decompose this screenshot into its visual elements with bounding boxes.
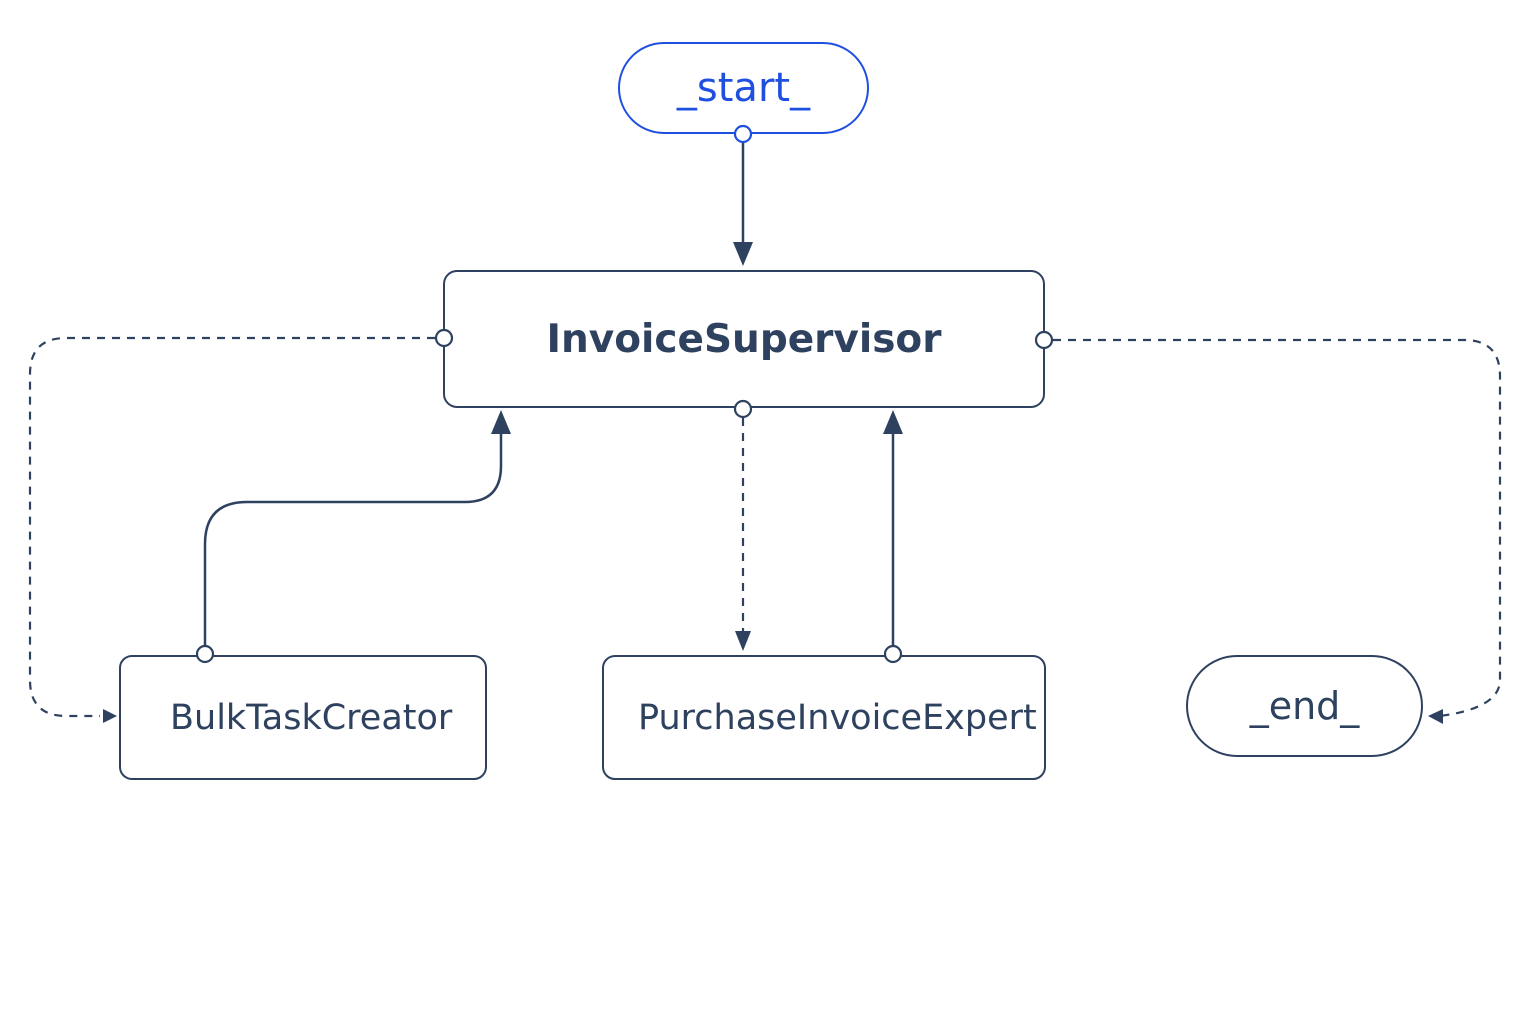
arrowhead-icon: [733, 242, 753, 266]
end-node[interactable]: _end_: [1186, 655, 1423, 757]
edge-supervisor-to-bulk: [28, 336, 435, 723]
start-node-label: _start_: [676, 65, 811, 111]
arrowhead-icon: [491, 410, 511, 434]
purchase-invoice-expert-label: PurchaseInvoiceExpert: [638, 697, 1037, 738]
edge-start-to-supervisor: [733, 142, 753, 266]
arrowhead-icon: [883, 410, 903, 434]
end-node-label: _end_: [1249, 684, 1360, 728]
invoice-supervisor-node[interactable]: InvoiceSupervisor: [443, 270, 1045, 408]
arrowhead-icon: [103, 709, 117, 723]
bulk-task-creator-node[interactable]: BulkTaskCreator: [119, 655, 487, 780]
start-node[interactable]: _start_: [618, 42, 869, 134]
edge-supervisor-to-end: [1053, 338, 1502, 724]
purchase-invoice-expert-node[interactable]: PurchaseInvoiceExpert: [602, 655, 1046, 780]
edge-purchase-to-supervisor: [883, 410, 903, 646]
edge-bulk-to-supervisor: [203, 410, 511, 646]
arrowhead-icon: [735, 631, 751, 651]
edge-supervisor-to-purchase: [735, 418, 751, 651]
bulk-task-creator-label: BulkTaskCreator: [170, 697, 453, 738]
arrowhead-icon: [1428, 709, 1443, 724]
invoice-supervisor-label: InvoiceSupervisor: [546, 316, 942, 362]
